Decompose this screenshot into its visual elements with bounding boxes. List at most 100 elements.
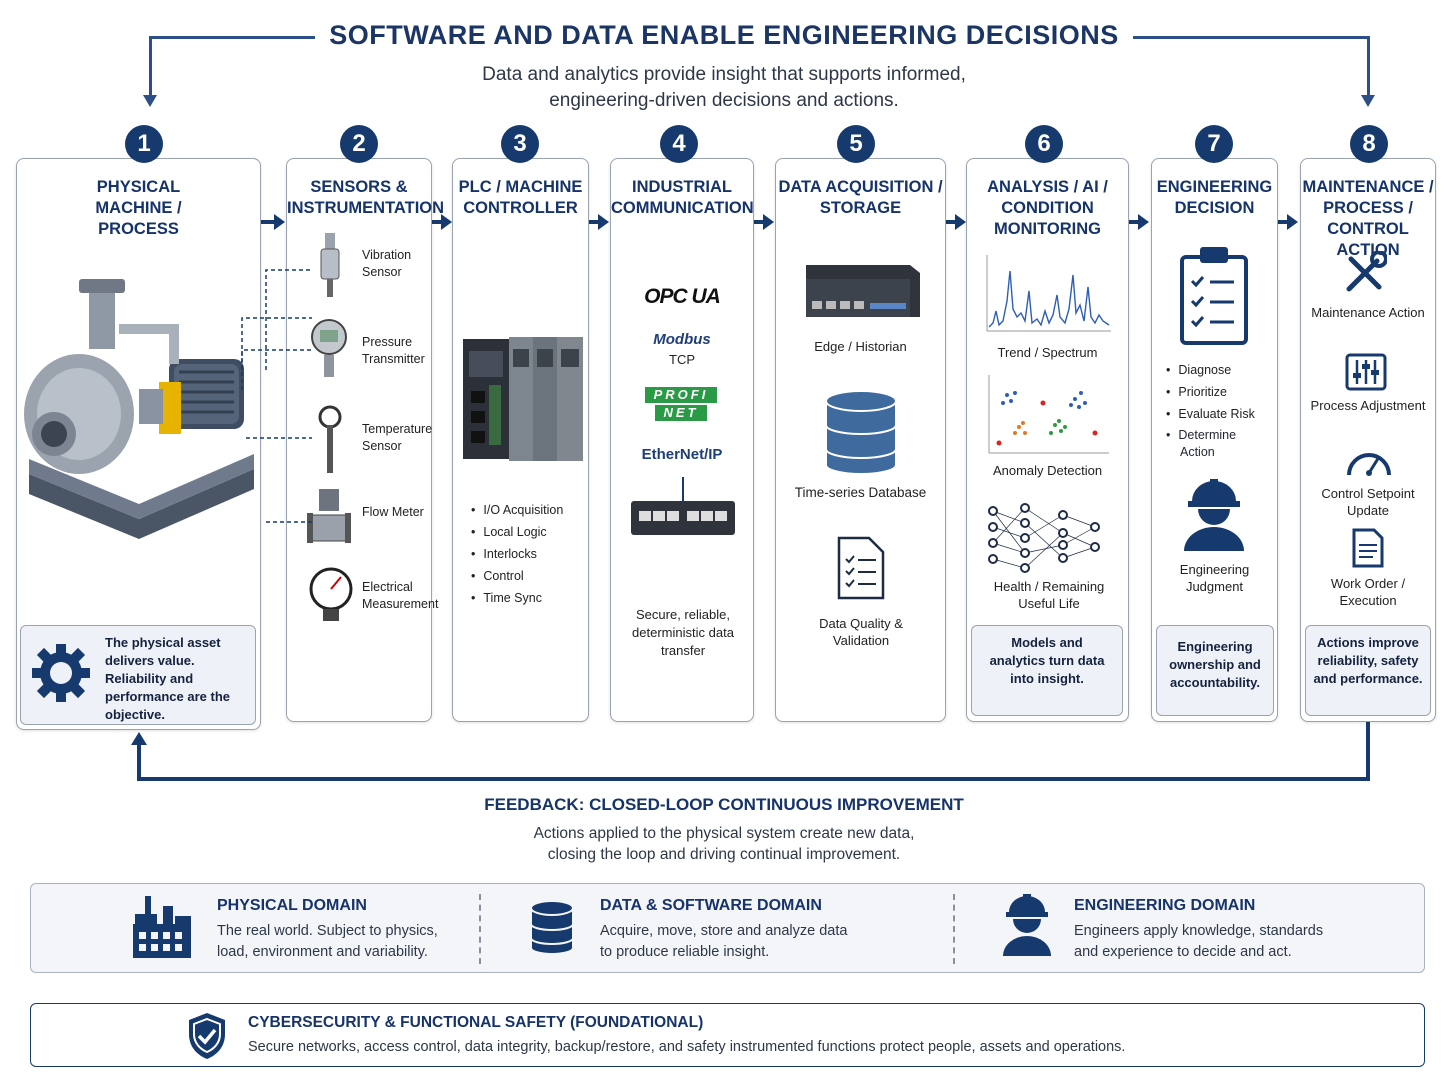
stage-7-card: ENGINEERING DECISION Diagnose Prioritize…: [1151, 158, 1278, 722]
wrench-screwdriver-icon: [1346, 251, 1387, 292]
stage-8-title: MAINTENANCE / PROCESS / CONTROL ACTION: [1302, 178, 1434, 259]
stage-5-badge: 5: [837, 125, 875, 163]
flow-arrowhead-1-2: [274, 214, 285, 230]
anomaly-detection-label: Anomaly Detection: [992, 463, 1103, 478]
gauge-setpoint-icon: [1347, 453, 1391, 476]
stage-4-title: INDUSTRIAL COMMUNICATION: [611, 178, 754, 217]
temperature-sensor-icon: [318, 405, 342, 473]
timeseries-database-label: Time-series Database: [794, 485, 927, 500]
vibration-sensor-icon: [320, 233, 340, 297]
domains-panel: PHYSICAL DOMAIN The real world. Subject …: [30, 883, 1425, 973]
modbus-tcp-label: TCP: [669, 352, 695, 367]
work-order-document-icon: [1352, 528, 1384, 568]
flow-arrowhead-5-6: [955, 214, 966, 230]
sensor-label-temperature: Temperature Sensor: [362, 422, 433, 453]
physical-domain-line-1: The real world. Subject to physics,: [217, 923, 438, 939]
flow-arrowhead-3-4: [598, 214, 609, 230]
flow-arrow-4-5: [754, 220, 764, 224]
sensor-label-flow: Flow Meter: [362, 505, 424, 519]
maintenance-action-label: Maintenance Action: [1311, 305, 1425, 320]
opc-ua-logo: OPC UA: [644, 285, 721, 308]
feedback-title: FEEDBACK: CLOSED-LOOP CONTINUOUS IMPROVE…: [484, 795, 964, 814]
profinet-logo-top: PROFI: [645, 387, 717, 403]
stage-1-card: PHYSICAL MACHINE / PROCESS: [16, 158, 261, 730]
top-loop-arrowhead-right: [1361, 95, 1375, 107]
flow-arrowhead-7-8: [1287, 214, 1298, 230]
control-setpoint-label: Control Setpoint Update: [1321, 486, 1415, 518]
profinet-logo-bottom: NET: [655, 405, 707, 421]
stage-8-note-text: Actions improve reliability, safety and …: [1313, 635, 1423, 686]
stage-8-note: Actions improve reliability, safety and …: [1305, 625, 1431, 716]
engineering-judgment-label: Engineering Judgment: [1179, 562, 1250, 594]
plc-bullet: Time Sync: [471, 587, 563, 609]
stage-5-title: DATA ACQUISITION / STORAGE: [778, 178, 943, 217]
decision-bullet: Prioritize: [1166, 381, 1276, 403]
engineering-domain-line-1: Engineers apply knowledge, standards: [1074, 923, 1324, 939]
stage-5-card: DATA ACQUISITION / STORAGE Edge / Histor…: [775, 158, 946, 722]
decision-step-list: Diagnose Prioritize Evaluate Risk: [1166, 359, 1276, 425]
edge-historian-label: Edge / Historian: [814, 339, 907, 354]
physical-domain-line-2: load, environment and variability.: [217, 944, 428, 960]
flow-arrow-1-2: [261, 220, 275, 224]
factory-icon: [133, 896, 191, 958]
plc-controller-icon: [463, 337, 583, 461]
physical-domain-text: The real world. Subject to physics, load…: [217, 921, 438, 963]
flow-arrow-7-8: [1278, 220, 1288, 224]
sliders-adjustment-icon: [1345, 353, 1387, 391]
data-domain-line-1: Acquire, move, store and analyze data: [600, 923, 848, 939]
page-subtitle: Data and analytics provide insight that …: [0, 62, 1448, 114]
modbus-logo: Modbus: [653, 331, 711, 348]
stage-6-card: ANALYSIS / AI / CONDITION MONITORING Tre…: [966, 158, 1129, 722]
flow-arrow-5-6: [946, 220, 956, 224]
top-loop-drop-right: [1367, 36, 1370, 98]
flow-arrow-3-4: [589, 220, 599, 224]
stage-4-card: INDUSTRIAL COMMUNICATION OPC UA Modbus T…: [610, 158, 754, 722]
top-loop-line-right: [1078, 36, 1370, 39]
sensor-label-pressure: Pressure Transmitter: [362, 335, 425, 366]
feedback-line-up-left: [137, 744, 141, 781]
foundation-title: CYBERSECURITY & FUNCTIONAL SAFETY (FOUND…: [248, 1014, 704, 1031]
stage-3-title: PLC / MACHINE CONTROLLER: [458, 178, 583, 217]
stage-6-badge: 6: [1025, 125, 1063, 163]
trend-spectrum-chart: [986, 255, 1111, 332]
physical-domain-title: PHYSICAL DOMAIN: [217, 897, 367, 914]
clipboard-checklist-icon: [1180, 247, 1248, 345]
stage-1-title: PHYSICAL MACHINE / PROCESS: [95, 178, 182, 238]
data-domain-line-2: to produce reliable insight.: [600, 944, 770, 960]
feedback-line-bottom: [137, 777, 1370, 781]
top-loop-line-left: [150, 36, 400, 39]
edge-historian-icon: [806, 265, 920, 317]
stage-1-note-text: The physical asset delivers value. Relia…: [105, 635, 230, 722]
data-software-domain-title: DATA & SOFTWARE DOMAIN: [600, 897, 822, 914]
flow-arrowhead-6-7: [1138, 214, 1149, 230]
data-quality-label: Data Quality & Validation: [819, 616, 903, 648]
foundation-text: Secure networks, access control, data in…: [248, 1039, 1126, 1055]
sensor-label-vibration: Vibration Sensor: [362, 248, 412, 279]
plc-function-list: I/O Acquisition Local Logic Interlocks C…: [471, 499, 563, 609]
stage-3-card: PLC / MACHINE CONTROLLER I/O Acquisition…: [452, 158, 589, 722]
plc-bullet: I/O Acquisition: [471, 499, 563, 521]
sensor-label-electrical: Electrical Measurement: [362, 580, 439, 611]
pressure-transmitter-icon: [311, 319, 347, 377]
flow-meter-icon: [307, 489, 351, 543]
engineer-icon: [1003, 894, 1051, 956]
flow-arrow-2-3: [432, 220, 442, 224]
flow-arrowhead-2-3: [441, 214, 452, 230]
network-switch-icon: [631, 477, 735, 535]
feedback-text: Actions applied to the physical system c…: [0, 823, 1448, 865]
stage-1-note: The physical asset delivers value. Relia…: [20, 625, 256, 725]
plc-bullet: Control: [471, 565, 563, 587]
data-software-domain-text: Acquire, move, store and analyze data to…: [600, 921, 847, 963]
stage-7-badge: 7: [1195, 125, 1233, 163]
health-rul-label: Health / Remaining Useful Life: [993, 579, 1105, 611]
stage-6-title: ANALYSIS / AI / CONDITION MONITORING: [987, 178, 1108, 238]
stage-2-title: SENSORS & INSTRUMENTATION: [287, 178, 445, 217]
communication-caption: Secure, reliable, deterministic data tra…: [632, 607, 734, 658]
stage-2-card: SENSORS & INSTRUMENTATION Vibration Sens…: [286, 158, 445, 722]
stage-1-badge: 1: [125, 125, 163, 163]
foundation-panel: CYBERSECURITY & FUNCTIONAL SAFETY (FOUND…: [30, 1003, 1425, 1067]
decision-bullet-determine: •Determine Action: [1166, 428, 1237, 459]
stage-2-badge: 2: [340, 125, 378, 163]
feedback-arrowhead: [131, 732, 147, 745]
decision-bullet: Evaluate Risk: [1166, 403, 1276, 425]
